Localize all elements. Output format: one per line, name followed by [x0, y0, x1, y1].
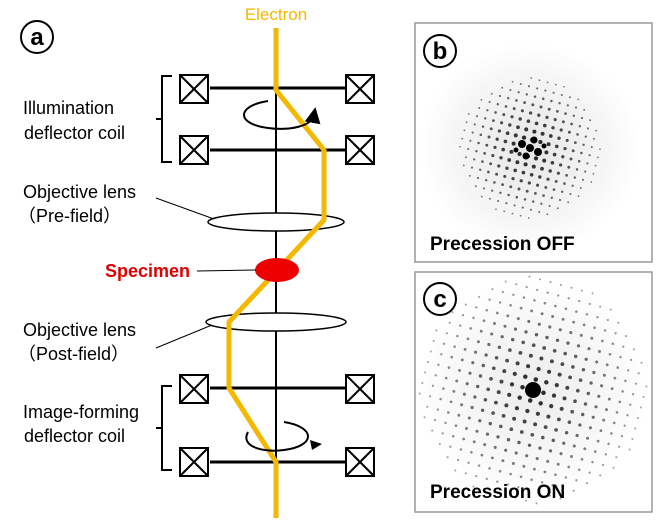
coil-box-icon	[345, 135, 375, 165]
coil-box-icon	[345, 374, 375, 404]
coil-box-icon	[179, 135, 209, 165]
coil-box-icon	[345, 447, 375, 477]
objective-lens-post-field	[205, 312, 347, 332]
electron-label: Electron	[245, 5, 307, 24]
rotation-arrow-upper-icon	[243, 100, 321, 130]
panel-b-letter: b	[433, 38, 448, 65]
obj-post-leader	[155, 324, 213, 349]
obj-post-label-line1: Objective lens	[23, 320, 136, 340]
illumination-label-line2: deflector coil	[24, 123, 125, 143]
image-forming-label-line2: deflector coil	[24, 426, 125, 446]
image-forming-label-line1: Image-forming	[23, 402, 139, 422]
specimen-leader	[196, 269, 257, 272]
diffraction-spots-off	[459, 77, 601, 219]
panel-a-letter: a	[30, 24, 44, 51]
rotation-arrow-lower-icon	[245, 421, 322, 452]
obj-post-label-line2: （Post-field）	[18, 344, 129, 364]
image-forming-bracket	[156, 385, 172, 471]
precession-on-caption: Precession ON	[430, 482, 565, 503]
panel-c-badge: c	[423, 282, 457, 316]
diffraction-spots-on	[418, 275, 648, 505]
coil-box-icon	[179, 374, 209, 404]
illumination-bracket	[156, 75, 172, 163]
illumination-label-line1: Illumination	[23, 98, 114, 118]
obj-pre-leader	[155, 197, 215, 220]
panel-c-letter: c	[433, 286, 446, 313]
coil-box-icon	[179, 447, 209, 477]
pattern-panel-on: c Precession ON	[414, 271, 653, 513]
specimen-disk	[255, 258, 299, 282]
illumination-coil-lower	[179, 135, 375, 165]
coil-box-icon	[345, 74, 375, 104]
obj-pre-label-line2: （Pre-field）	[18, 206, 121, 226]
obj-pre-label-line1: Objective lens	[23, 182, 136, 202]
precession-off-caption: Precession OFF	[430, 234, 575, 255]
image-forming-coil-upper	[179, 374, 375, 404]
coil-box-icon	[179, 74, 209, 104]
panel-a-badge: a	[20, 20, 54, 54]
objective-lens-pre-field	[207, 212, 345, 232]
panel-b-badge: b	[423, 34, 457, 68]
specimen-label: Specimen	[105, 261, 190, 281]
pattern-panel-off: b Precession OFF	[414, 22, 653, 263]
